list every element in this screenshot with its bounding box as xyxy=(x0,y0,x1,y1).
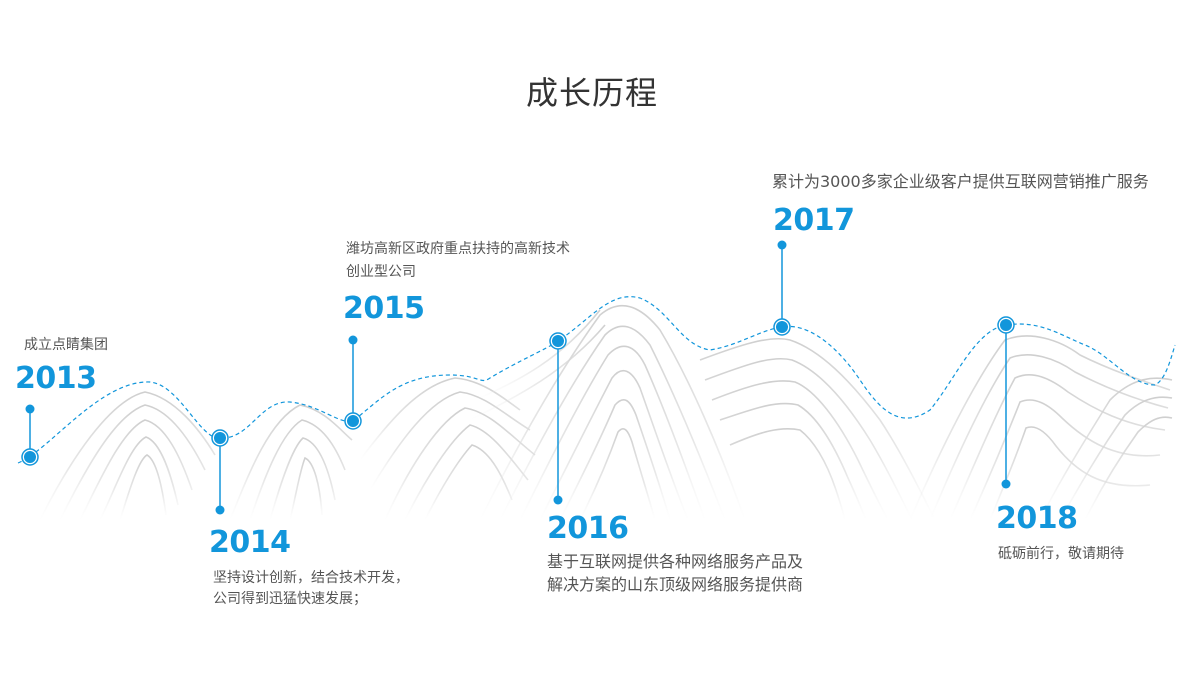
milestone-year: 2015 xyxy=(343,291,425,326)
contour-lines xyxy=(39,304,1173,521)
milestone-description: 成立点睛集团 xyxy=(24,337,108,353)
milestone-year: 2013 xyxy=(15,361,97,396)
page-title: 成长历程 xyxy=(525,74,658,112)
milestone-year: 2016 xyxy=(547,511,629,546)
milestone-year: 2014 xyxy=(209,525,291,560)
milestone-description-line-1: 潍坊高新区政府重点扶持的高新技术 xyxy=(346,241,570,257)
milestone-description-line-1: 基于互联网提供各种网络服务产品及 xyxy=(547,552,804,571)
milestone-year: 2018 xyxy=(996,501,1078,536)
milestone-year: 2017 xyxy=(773,203,855,238)
milestone-description-line-2: 解决方案的山东顶级网络服务提供商 xyxy=(547,575,804,594)
milestone-markers xyxy=(21,240,1015,515)
milestone-description: 累计为3000多家企业级客户提供互联网营销推广服务 xyxy=(772,172,1149,191)
milestone-description-line-2: 创业型公司 xyxy=(346,264,416,280)
milestone-description-line-1: 坚持设计创新，结合技术开发， xyxy=(213,570,409,586)
milestone-description: 砥砺前行，敬请期待 xyxy=(998,546,1124,562)
milestone-description-line-2: 公司得到迅猛快速发展； xyxy=(213,591,367,607)
